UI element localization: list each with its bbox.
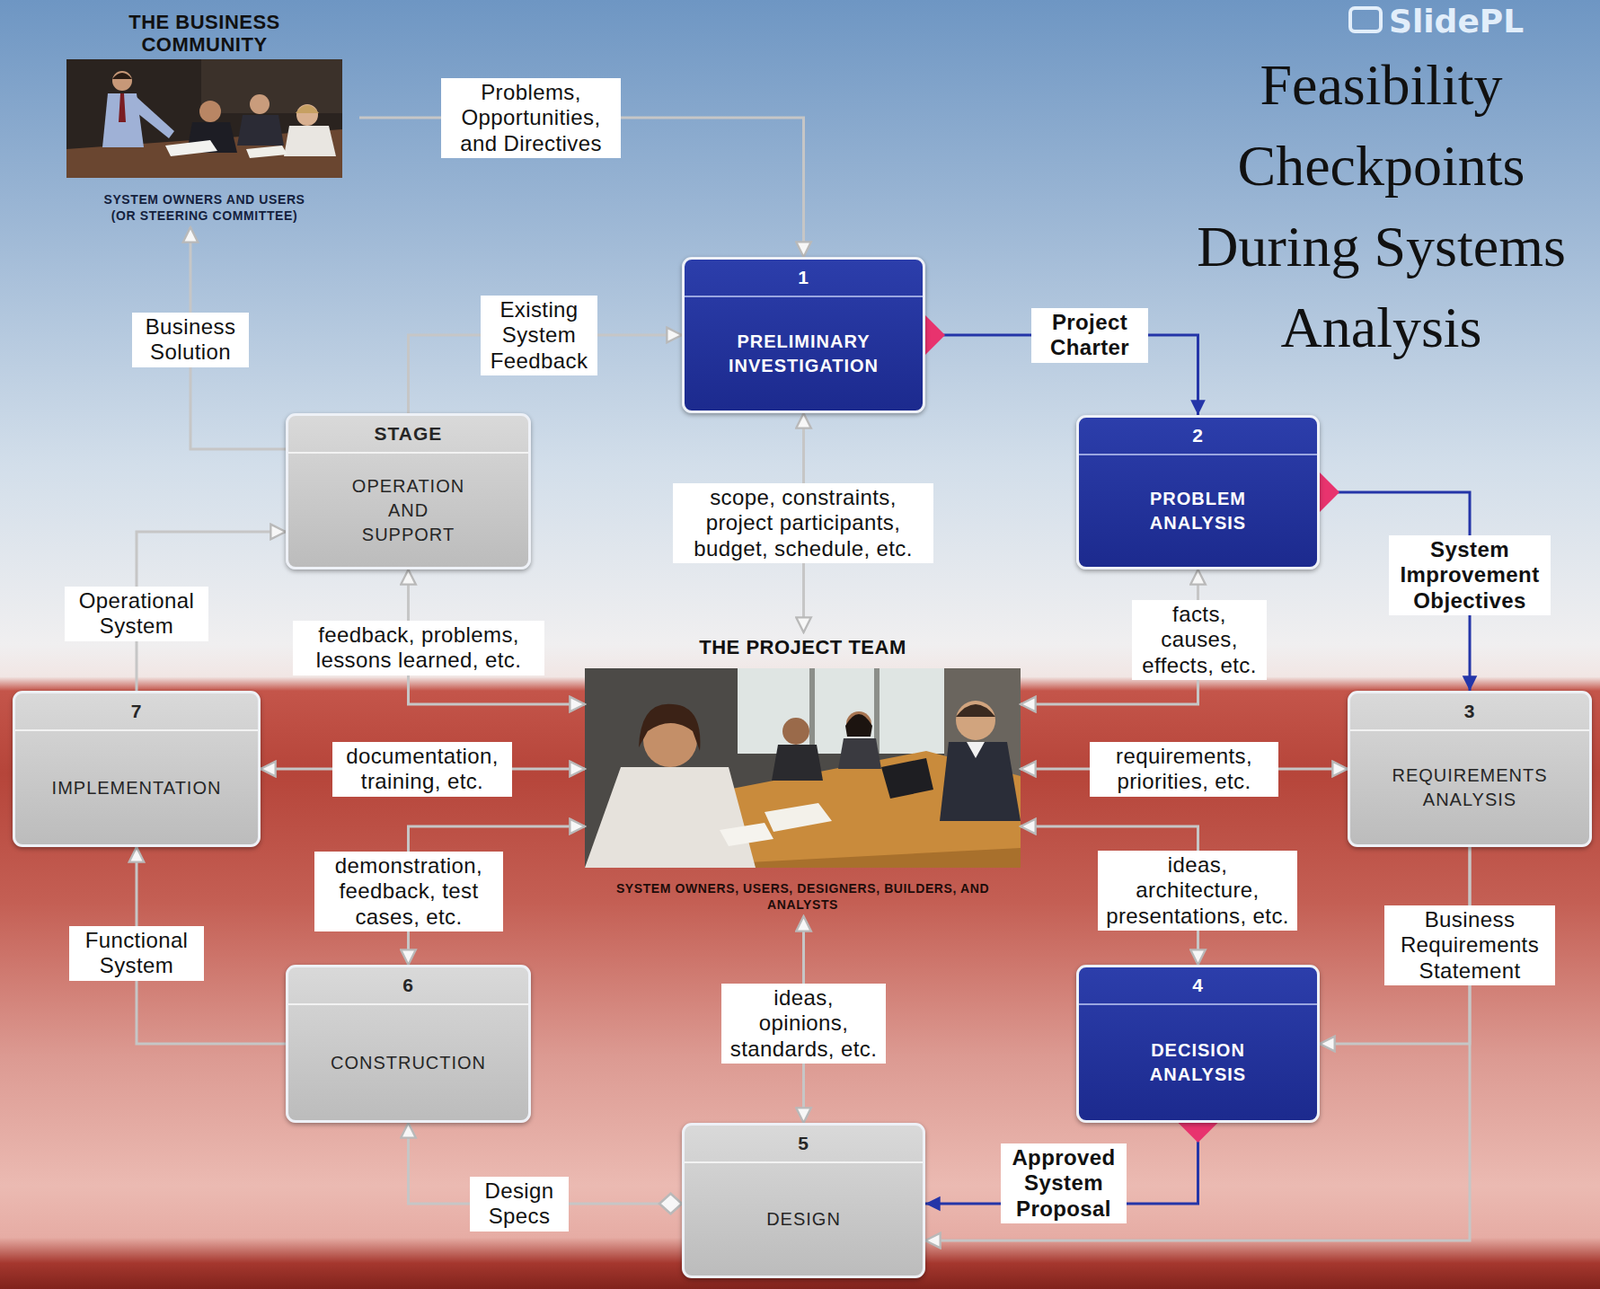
phase-box: 7IMPLEMENTATION <box>12 690 261 848</box>
team-photo <box>584 668 1021 868</box>
watermark: SlidePL <box>1388 3 1524 40</box>
group-heading: THE BUSINESS COMMUNITY <box>92 10 318 57</box>
stage-number: 6 <box>288 967 529 1006</box>
stage-number: 1 <box>684 259 923 298</box>
stage-number: 5 <box>684 1125 923 1164</box>
edge-label: ideas, opinions, standards, etc. <box>721 983 886 1064</box>
checkpoint-box: 1PRELIMINARY INVESTIGATION <box>681 256 926 414</box>
photo-head <box>846 711 872 737</box>
edge-label: Business Solution <box>132 312 249 368</box>
photo-hair <box>845 714 873 737</box>
photo-hair <box>112 72 133 80</box>
photo-head <box>782 717 810 745</box>
checkpoint-box: 2PROBLEM ANALYSIS <box>1076 415 1320 570</box>
edge-label: Business Requirements Statement <box>1384 905 1556 986</box>
box-body: OPERATION AND SUPPORT <box>288 453 529 567</box>
photo-head <box>199 100 221 123</box>
stage-name: IMPLEMENTATION <box>52 776 222 801</box>
photo-body <box>771 744 823 781</box>
community-photo <box>66 59 343 178</box>
photo-body <box>283 125 336 157</box>
group-heading: THE PROJECT TEAM <box>698 636 906 659</box>
checkpoint-box: 4DECISION ANALYSIS <box>1076 964 1320 1123</box>
edge-label: Operational System <box>64 586 209 642</box>
photo-window <box>737 668 945 754</box>
edge-label: feedback, problems, lessons learned, etc… <box>292 620 545 676</box>
photo-head <box>249 94 270 115</box>
stage-number: 3 <box>1350 693 1590 732</box>
photo-arm <box>132 97 175 139</box>
photo-window-frame <box>809 668 815 754</box>
phase-box: 3REQUIREMENTS ANALYSIS <box>1347 690 1592 848</box>
photo-body <box>237 114 284 146</box>
edge-label: scope, constraints, project participants… <box>672 483 934 564</box>
group-panel: THE PROJECT TEAM SYSTEM OWNERS, USERS, DE… <box>584 632 1021 917</box>
watermark-icon <box>1347 5 1384 36</box>
edge-label: documentation, training, etc. <box>332 742 513 797</box>
edge-label: Problems, Opportunities, and Directives <box>441 78 621 159</box>
photo-backdrop <box>584 668 1021 868</box>
box-body: CONSTRUCTION <box>288 1005 529 1121</box>
photo-hair <box>295 105 319 114</box>
photo-body <box>939 742 1021 822</box>
edge-label: Existing System Feedback <box>480 295 598 376</box>
stage-number: STAGE <box>288 415 529 454</box>
stage-name: CONSTRUCTION <box>330 1051 487 1076</box>
edge-label: System Improvement Objectives <box>1388 535 1551 616</box>
photo-wall <box>201 59 343 114</box>
watermark-icon-frame <box>1350 8 1381 32</box>
edge-label: Project Charter <box>1031 308 1149 363</box>
group-panel: THE BUSINESS COMMUNITY SYSTEM OWNERS AND … <box>49 7 360 228</box>
stage-number: 7 <box>15 693 258 732</box>
photo-paper <box>719 822 774 847</box>
stage-name: DECISION ANALYSIS <box>1108 1038 1289 1088</box>
phase-box: STAGE OPERATION AND SUPPORT <box>285 413 531 570</box>
photo-hair <box>955 704 996 717</box>
photo-head <box>112 70 133 91</box>
edge-label: demonstration, feedback, test cases, etc… <box>314 851 504 932</box>
stage-name: REQUIREMENTS ANALYSIS <box>1370 763 1569 813</box>
stage-name: PROBLEM ANALYSIS <box>1108 486 1289 536</box>
stage-number: 4 <box>1078 967 1318 1006</box>
photo-paper <box>764 803 832 832</box>
group-caption: SYSTEM OWNERS AND USERS (OR STEERING COM… <box>92 191 318 224</box>
edge-label: facts, causes, effects, etc. <box>1131 600 1267 681</box>
stage-number: 2 <box>1078 417 1318 456</box>
photo-tie <box>118 93 126 123</box>
photo-body <box>584 767 756 868</box>
photo-paper <box>165 140 218 157</box>
photo-paper <box>246 145 288 159</box>
photo-body <box>838 738 882 770</box>
stage-name: OPERATION AND SUPPORT <box>345 474 472 548</box>
stage-name: DESIGN <box>766 1207 841 1232</box>
stage-name: PRELIMINARY INVESTIGATION <box>714 329 894 379</box>
edge-label: Design Specs <box>469 1176 569 1232</box>
photo-collar <box>966 742 985 759</box>
edge-label: requirements, priorities, etc. <box>1089 742 1279 797</box>
box-body: DESIGN <box>684 1163 923 1276</box>
photo-hair <box>638 704 700 752</box>
box-body: PRELIMINARY INVESTIGATION <box>684 297 923 411</box>
phase-box: 6CONSTRUCTION <box>285 964 531 1123</box>
phase-box: 5DESIGN <box>681 1122 926 1279</box>
box-body: IMPLEMENTATION <box>15 731 258 845</box>
box-body: PROBLEM ANALYSIS <box>1078 455 1318 567</box>
box-body: REQUIREMENTS ANALYSIS <box>1350 731 1590 845</box>
box-body: DECISION ANALYSIS <box>1078 1005 1318 1121</box>
edge-label: Approved System Proposal <box>1000 1143 1127 1224</box>
group-caption: SYSTEM OWNERS, USERS, DESIGNERS, BUILDER… <box>609 880 997 913</box>
photo-head <box>955 700 996 741</box>
edge-label: ideas, architecture, presentations, etc. <box>1097 850 1298 931</box>
diagram-title: Feasibility Checkpoints During Systems A… <box>1167 44 1595 369</box>
edge-label: Functional System <box>69 926 204 982</box>
photo-laptop <box>881 758 934 799</box>
photo-backdrop <box>66 59 343 178</box>
photo-head <box>296 104 319 126</box>
